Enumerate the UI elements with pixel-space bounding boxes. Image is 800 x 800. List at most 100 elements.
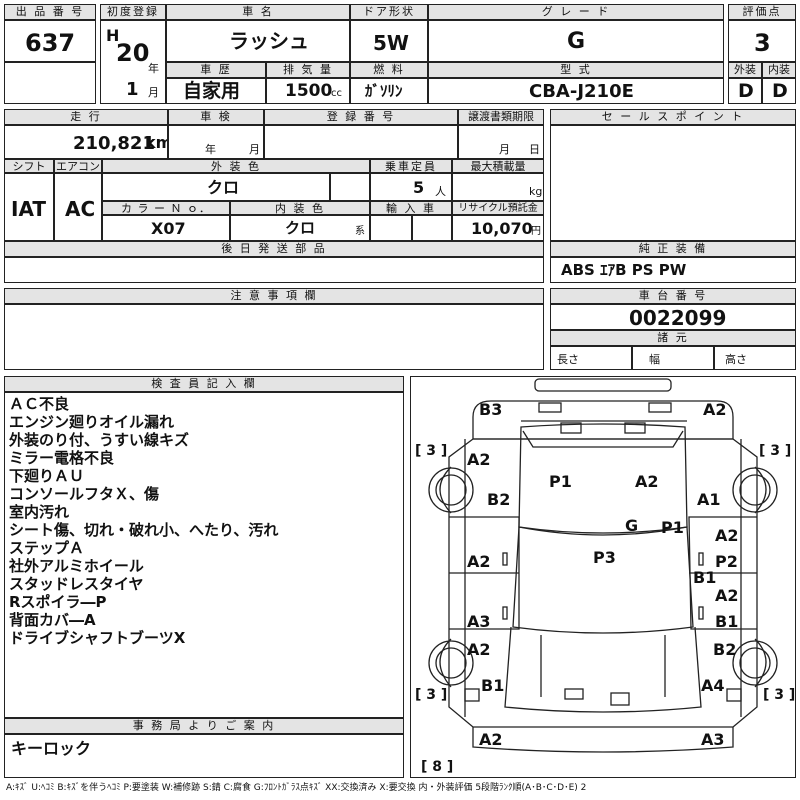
ext-color-cell: クロ [102,173,330,201]
int-grade-cell: D [762,78,796,104]
damage-mark: P3 [593,548,616,567]
color-no: X07 [151,219,186,238]
reg-year: 20 [116,39,150,67]
fuel-cell: ｶﾞｿﾘﾝ [350,78,428,104]
int-grade: D [772,80,788,102]
mileage: 210,821 [73,133,155,154]
height-cell: 高さ [714,346,796,370]
specs-label: 諸 元 [550,330,796,346]
tire-depth-front-left: [ 3 ] [415,687,447,703]
damage-mark: A2 [715,526,739,545]
door-type: 5W [373,31,409,55]
capacity-cell: 5 人 [370,173,452,201]
transfer-month-unit: 月 [499,143,510,156]
recycle-label: リサイクル預託金 [452,201,544,215]
tire-front-left [428,640,474,686]
inspector-note-line: スタッドレスタイヤ [9,575,144,593]
mirror-left [464,688,480,702]
reg-no-label: 登 録 番 号 [264,109,458,125]
transfer-day-unit: 日 [529,143,540,156]
damage-mark: A2 [479,730,503,749]
ac-cell: AC [54,173,102,241]
inspector-label: 検 査 員 記 入 欄 [4,376,404,392]
tire-rear-right [732,467,778,513]
length-cell: 長さ [550,346,632,370]
chassis-no: 0022099 [629,306,727,330]
left-rear-handle [502,552,508,566]
inspector-note-line: 外装のり付、うすい線キズ [9,431,190,449]
width-label: 幅 [649,353,660,366]
damage-mark: A2 [715,586,739,605]
rear-window [522,430,684,448]
int-color: クロ [285,219,316,237]
transfer-cell: 月 日 [458,125,544,159]
damage-mark: B1 [693,568,716,587]
int-color-cell: クロ 系 [230,215,370,241]
lot-no: 637 [25,29,76,57]
model-cell: CBA-J210E [428,78,724,104]
height-label: 高さ [725,353,747,366]
notes-area [4,304,544,370]
damage-mark: B2 [713,640,736,659]
damage-mark: P1 [549,472,572,491]
score: 3 [754,29,771,57]
damage-mark: A4 [701,676,725,695]
damage-mark: A2 [467,552,491,571]
car-name-label: 車 名 [166,4,350,20]
tire-rear-right-inner [739,474,771,506]
chassis-cell: 0022099 [550,304,796,330]
rear-bumper-outline [534,378,672,392]
roof-front-outline [512,526,694,634]
max-load-unit: kg [529,185,543,198]
chassis-label: 車 台 番 号 [550,288,796,304]
color-no-cell: X07 [102,215,230,241]
max-load-cell: kg [452,173,544,201]
displacement: 1500 [285,81,333,101]
damage-mark: B3 [479,400,502,419]
rear-panel-outline [472,400,734,440]
month-unit: 月 [148,86,159,99]
era: H [106,26,120,45]
reg-no-cell [264,125,458,159]
damage-mark: A2 [467,640,491,659]
damage-mark: B1 [481,676,504,695]
shift-cell: IAT [4,173,54,241]
inspector-note-line: ＡＣ不良 [9,395,70,413]
rear-wiper-right [624,422,646,434]
tire-rear-left-inner [435,474,467,506]
length-label: 長さ [557,353,579,366]
office-note: キーロック [11,739,92,758]
lot-no-cell: 637 [4,20,96,62]
ext-grade-cell: D [728,78,762,104]
arch-fr [754,638,767,688]
ext-grade-label: 外装 [728,62,762,78]
lot-blank-cell [4,62,96,104]
mirror-right [726,688,742,702]
ac: AC [65,197,96,221]
import-label: 輸 入 車 [370,201,452,215]
inspector-note-line: コンソールフタＸ、傷 [9,485,160,503]
damage-mark: A2 [703,400,727,419]
notes-label: 注 意 事 項 欄 [4,288,544,304]
recycle-cell: 10,070 円 [452,215,544,241]
genuine-equipment: ABS ｴｱB PS PW [561,261,687,279]
inspector-note-line: ドライブシャフトブーツX [9,629,186,647]
width-cell: 幅 [632,346,714,370]
tire-depth-spare: [ 8 ] [421,759,453,775]
max-load-label: 最大積載量 [452,159,544,173]
inspector-note-line: 社外アルミホイール [9,557,144,575]
tire-depth-group: [ 3 ] [ 3 ] [ 3 ] [ 3 ] [ 8 ] [415,443,795,775]
ext-color-label: 外 装 色 [102,159,370,173]
arch-fl [439,638,452,688]
arch-rl [439,466,452,514]
mileage-label: 走 行 [4,109,168,125]
inspector-note-line: シート傷、切れ・破れ小、へたり、汚れ [9,521,279,539]
damage-mark: P1 [661,518,684,537]
displacement-cell: 1500 cc [266,78,350,104]
damage-mark: A1 [697,490,721,509]
right-front-handle [698,606,704,620]
inspector-note-line: 背面カバ―A [9,611,96,629]
